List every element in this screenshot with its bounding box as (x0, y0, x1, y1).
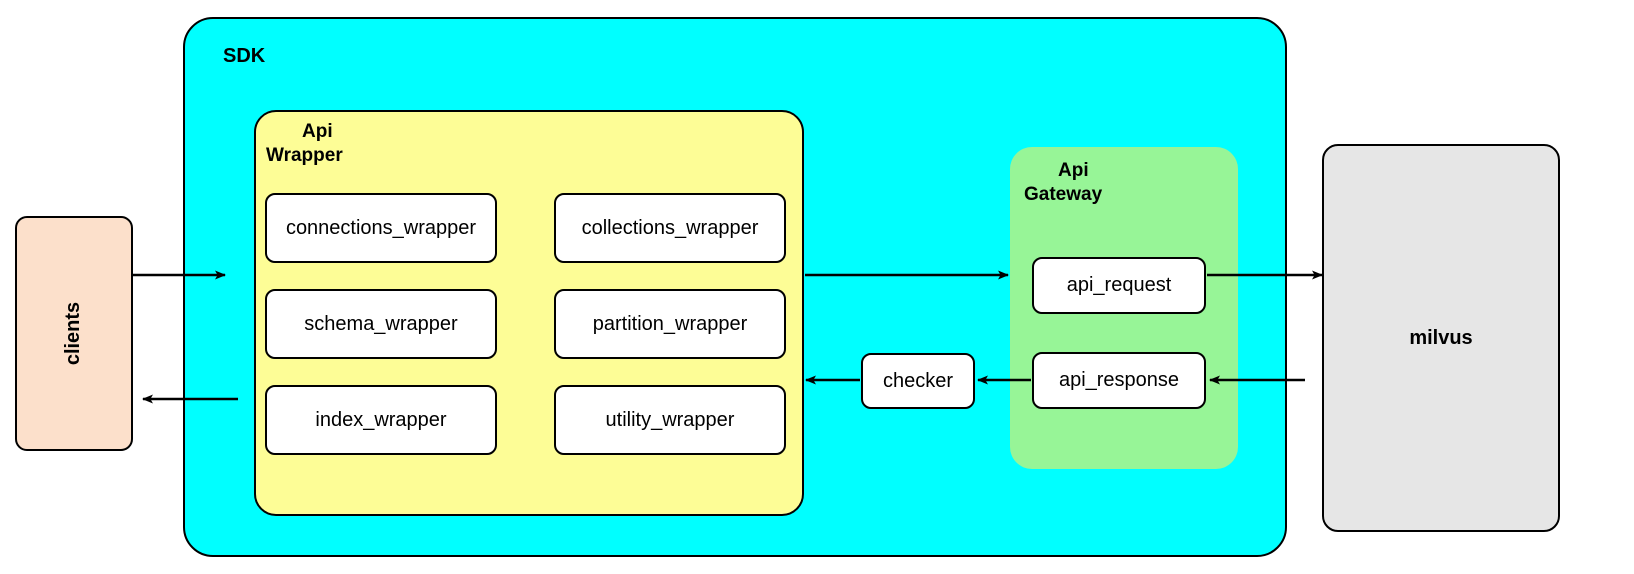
clients-label: clients (62, 301, 85, 366)
utility-wrapper-node[interactable]: utility_wrapper (554, 385, 786, 455)
partition-wrapper-label: partition_wrapper (592, 312, 748, 335)
api-request-label: api_request (1066, 274, 1172, 296)
connections-wrapper-label: connections_wrapper (285, 216, 477, 239)
api-response-node[interactable]: api_response (1032, 352, 1206, 409)
api-wrapper-label-line2: Wrapper (266, 144, 343, 166)
schema-wrapper-label: schema_wrapper (304, 312, 458, 335)
api-wrapper-label: Api Wrapper (266, 120, 466, 168)
api-request-node[interactable]: api_request (1032, 257, 1206, 314)
milvus-label: milvus (1409, 326, 1473, 349)
api-gateway-label-line1: Api (1058, 160, 1089, 181)
utility-wrapper-label: utility_wrapper (605, 408, 735, 431)
checker-label: checker (882, 369, 954, 392)
api-gateway-label: Api Gateway (1018, 159, 1230, 207)
schema-wrapper-node[interactable]: schema_wrapper (265, 289, 497, 359)
index-wrapper-node[interactable]: index_wrapper (265, 385, 497, 455)
connections-wrapper-node[interactable]: connections_wrapper (265, 193, 497, 263)
sdk-label: SDK (223, 45, 266, 67)
collections-wrapper-label: collections_wrapper (581, 216, 759, 239)
index-wrapper-label: index_wrapper (315, 408, 447, 431)
checker-node[interactable]: checker (861, 353, 975, 409)
collections-wrapper-node[interactable]: collections_wrapper (554, 193, 786, 263)
partition-wrapper-node[interactable]: partition_wrapper (554, 289, 786, 359)
clients-node[interactable]: clients (15, 216, 133, 451)
milvus-node[interactable]: milvus (1322, 144, 1560, 532)
api-wrapper-label-line1: Api (302, 121, 333, 142)
api-gateway-label-line2: Gateway (1024, 183, 1103, 205)
api-response-label: api_response (1058, 369, 1180, 391)
